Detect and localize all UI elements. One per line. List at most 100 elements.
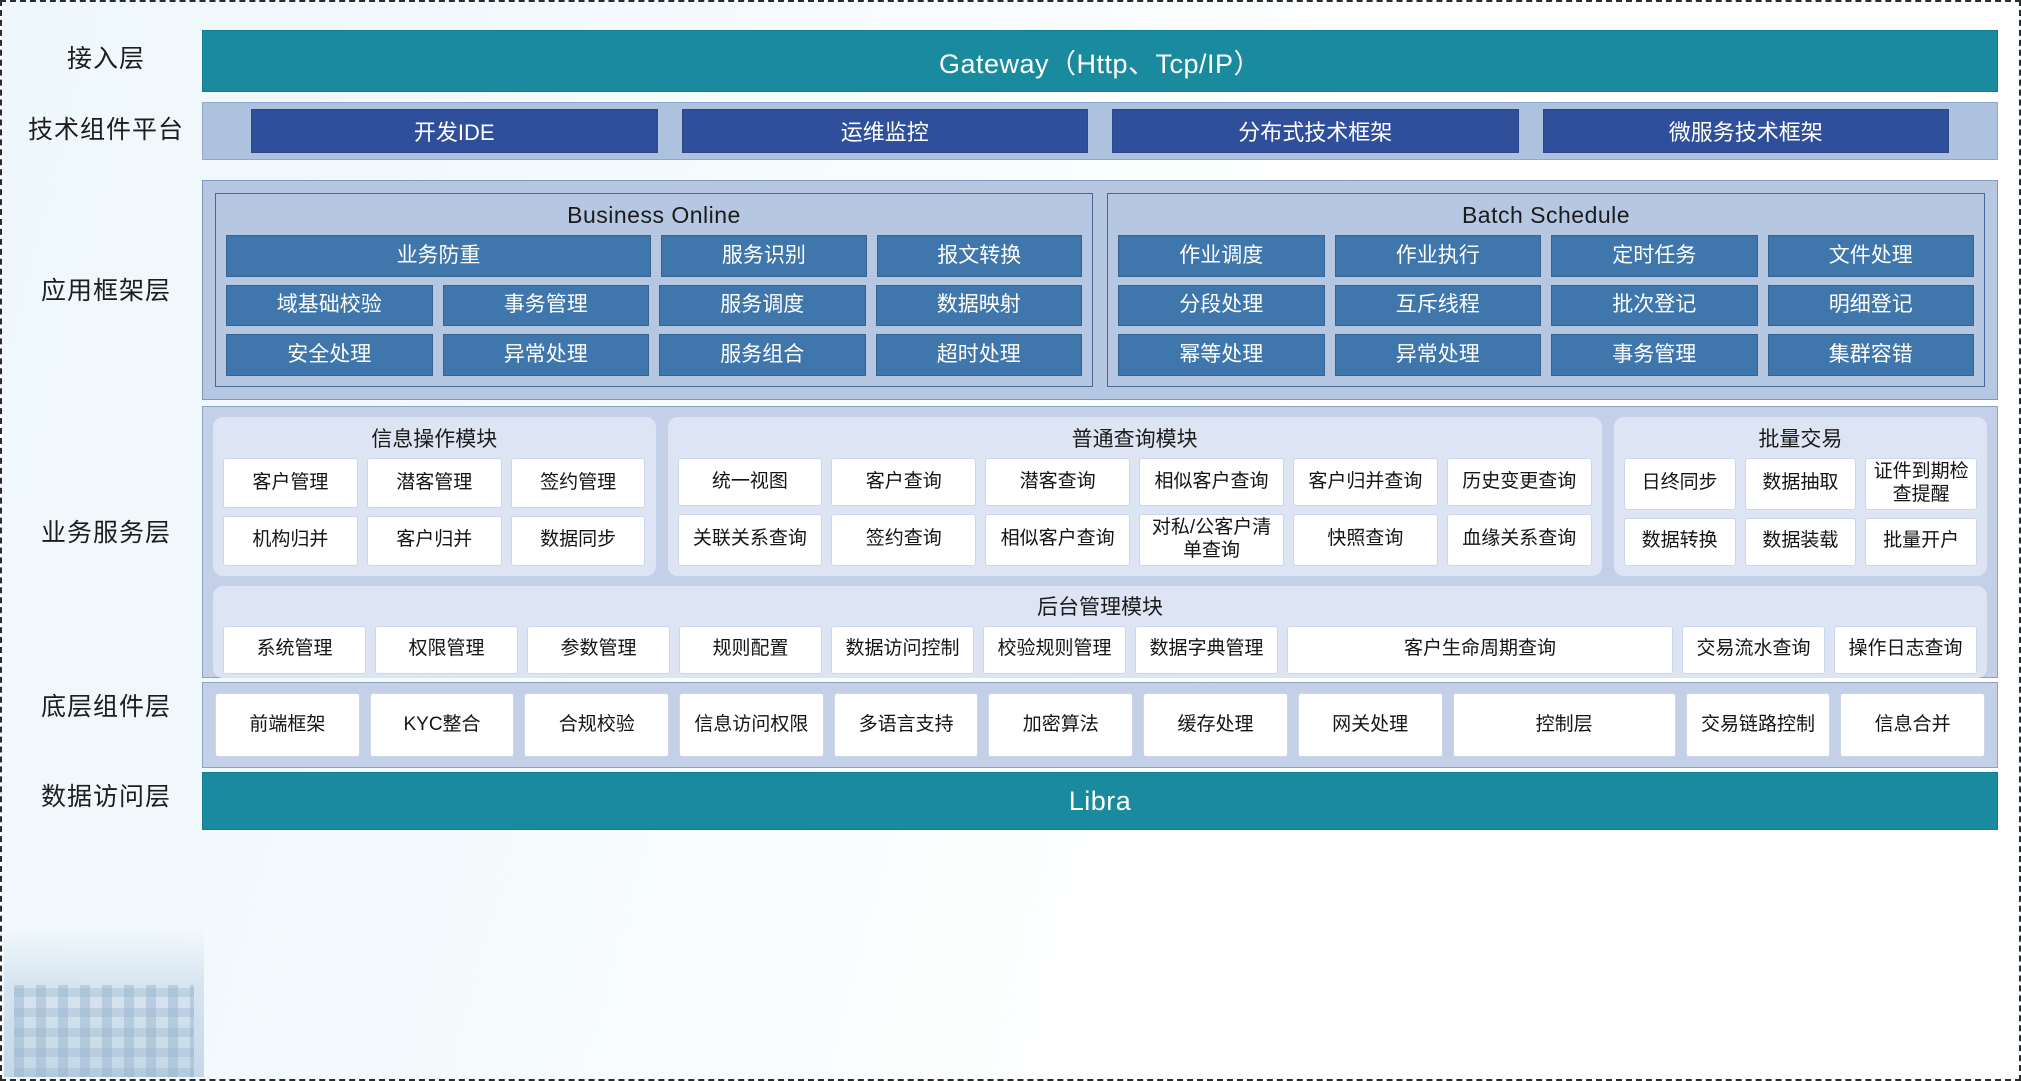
layer-label-data-access: 数据访问层 — [40, 783, 171, 811]
biz-row: 日终同步 数据抽取 证件到期检查提醒 — [1623, 458, 1978, 510]
biz-cell-data-access-ctrl[interactable]: 数据访问控制 — [831, 625, 974, 674]
comp-cell-info-access-right[interactable]: 信息访问权限 — [679, 693, 824, 757]
comp-cell-encryption[interactable]: 加密算法 — [988, 693, 1134, 757]
app-row: 域基础校验 事务管理 服务调度 数据映射 — [226, 284, 1082, 327]
app-cell-domain-validate[interactable]: 域基础校验 — [226, 284, 433, 327]
biz-cell-snapshot-query[interactable]: 快照查询 — [1293, 514, 1438, 566]
tech-chip-ide[interactable]: 开发IDE — [251, 109, 658, 153]
component-layer-band: 前端框架 KYC整合 合规校验 信息访问权限 多语言支持 加密算法 缓存处理 网… — [202, 682, 1998, 768]
biz-cell-batch-open-acct[interactable]: 批量开户 — [1865, 517, 1978, 566]
biz-cell-history-change-query[interactable]: 历史变更查询 — [1446, 458, 1592, 506]
comp-cell-gateway-process[interactable]: 网关处理 — [1297, 693, 1443, 757]
app-cell-cluster-fault[interactable]: 集群容错 — [1767, 334, 1974, 377]
biz-cell-transaction-flow-query[interactable]: 交易流水查询 — [1682, 625, 1825, 674]
gateway-bar: Gateway（Http、Tcp/IP） — [202, 30, 1998, 92]
biz-cell-system-mgmt[interactable]: 系统管理 — [223, 625, 366, 674]
biz-cell-similar-customer-query[interactable]: 相似客户查询 — [1139, 458, 1284, 506]
biz-module-title-admin: 后台管理模块 — [1037, 595, 1163, 619]
comp-cell-kyc-integration[interactable]: KYC整合 — [369, 693, 515, 757]
tech-chip-distributed[interactable]: 分布式技术框架 — [1112, 109, 1519, 153]
biz-module-title-info-operation: 信息操作模块 — [371, 428, 498, 451]
tech-chip-ops-monitor[interactable]: 运维监控 — [681, 109, 1088, 153]
app-cell-job-execute[interactable]: 作业执行 — [1334, 235, 1541, 277]
comp-cell-transaction-chain[interactable]: 交易链路控制 — [1685, 693, 1831, 757]
app-cell-timeout[interactable]: 超时处理 — [875, 334, 1082, 377]
app-cell-business-dedup[interactable]: 业务防重 — [226, 235, 652, 277]
biz-cell-unified-view[interactable]: 统一视图 — [677, 458, 823, 506]
app-row: 分段处理 互斥线程 批次登记 明细登记 — [1118, 284, 1974, 327]
biz-cell-parameter-mgmt[interactable]: 参数管理 — [527, 625, 670, 674]
app-cell-exception-batch[interactable]: 异常处理 — [1334, 334, 1541, 377]
app-cell-idempotent[interactable]: 幂等处理 — [1118, 334, 1325, 377]
background-decoration — [4, 927, 204, 1077]
biz-cell-prospect-mgmt[interactable]: 潜客管理 — [366, 458, 502, 508]
app-cell-service-compose[interactable]: 服务组合 — [659, 334, 866, 377]
comp-cell-compliance-check[interactable]: 合规校验 — [524, 693, 670, 757]
app-cell-batch-register[interactable]: 批次登记 — [1551, 284, 1758, 327]
app-row: 安全处理 异常处理 服务组合 超时处理 — [226, 334, 1082, 377]
biz-cell-customer-mgmt[interactable]: 客户管理 — [223, 458, 358, 508]
biz-cell-contract-query[interactable]: 签约查询 — [831, 514, 977, 566]
app-cell-transaction-mgmt-batch[interactable]: 事务管理 — [1551, 334, 1758, 377]
biz-module-info-operation: 信息操作模块 客户管理 潜客管理 签约管理 机构归并 客户归并 数据同步 — [213, 417, 656, 576]
layer-label-component: 底层组件层 — [40, 693, 171, 721]
app-row: 业务防重 服务识别 报文转换 — [226, 235, 1083, 277]
app-cell-timed-task[interactable]: 定时任务 — [1551, 235, 1758, 277]
biz-cell-lineage-query[interactable]: 血缘关系查询 — [1446, 514, 1592, 566]
biz-cell-private-public-list-query[interactable]: 对私/公客户清单查询 — [1139, 514, 1284, 566]
app-cell-security[interactable]: 安全处理 — [226, 334, 433, 377]
app-cell-file-process[interactable]: 文件处理 — [1767, 235, 1974, 277]
biz-cell-rule-config[interactable]: 规则配置 — [679, 625, 822, 674]
biz-cell-customer-merge[interactable]: 客户归并 — [366, 515, 502, 566]
app-cell-detail-register[interactable]: 明细登记 — [1767, 284, 1974, 327]
layer-label-tech-platform: 技术组件平台 — [27, 116, 184, 144]
biz-row: 客户管理 潜客管理 签约管理 — [223, 458, 646, 508]
biz-cell-operation-log-query[interactable]: 操作日志查询 — [1834, 625, 1977, 674]
biz-cell-data-extract[interactable]: 数据抽取 — [1744, 458, 1857, 510]
app-cell-mutex-thread[interactable]: 互斥线程 — [1334, 284, 1541, 327]
biz-cell-data-sync[interactable]: 数据同步 — [510, 515, 646, 566]
comp-cell-info-merge[interactable]: 信息合并 — [1840, 693, 1986, 757]
biz-cell-customer-merge-query[interactable]: 客户归并查询 — [1293, 458, 1438, 506]
biz-cell-prospect-query[interactable]: 潜客查询 — [985, 458, 1131, 506]
app-group-batch-schedule: Batch Schedule 作业调度 作业执行 定时任务 文件处理 分段处理 … — [1107, 193, 1985, 387]
biz-cell-data-load[interactable]: 数据装载 — [1744, 517, 1857, 566]
biz-cell-permission-mgmt[interactable]: 权限管理 — [375, 625, 518, 674]
biz-row: 数据转换 数据装载 批量开户 — [1623, 517, 1978, 566]
app-group-title-business-online: Business Online — [567, 202, 741, 228]
tech-chip-microservice[interactable]: 微服务技术框架 — [1542, 109, 1949, 153]
app-cell-message-convert[interactable]: 报文转换 — [876, 235, 1083, 277]
comp-cell-cache[interactable]: 缓存处理 — [1143, 693, 1288, 757]
biz-cell-data-transform[interactable]: 数据转换 — [1623, 517, 1736, 566]
biz-cell-data-dict-mgmt[interactable]: 数据字典管理 — [1135, 625, 1278, 674]
biz-cell-eod-sync[interactable]: 日终同步 — [1623, 458, 1736, 510]
tech-platform-band: 开发IDE 运维监控 分布式技术框架 微服务技术框架 — [202, 102, 1998, 160]
biz-row-admin: 系统管理 权限管理 参数管理 规则配置 数据访问控制 校验规则管理 数据字典管理… — [223, 625, 1977, 674]
biz-row: 关联关系查询 签约查询 相似客户查询 对私/公客户清单查询 快照查询 血缘关系查… — [677, 514, 1592, 566]
comp-cell-frontend-framework[interactable]: 前端框架 — [215, 693, 360, 757]
biz-module-admin: 后台管理模块 系统管理 权限管理 参数管理 规则配置 数据访问控制 校验规则管理… — [213, 585, 1987, 678]
app-cell-data-mapping[interactable]: 数据映射 — [875, 284, 1082, 327]
layer-label-access: 接入层 — [66, 45, 145, 73]
biz-cell-relation-query[interactable]: 关联关系查询 — [677, 514, 823, 566]
comp-cell-multilanguage[interactable]: 多语言支持 — [833, 693, 979, 757]
libra-bar: Libra — [202, 772, 1998, 830]
app-cell-service-ident[interactable]: 服务识别 — [661, 235, 867, 277]
app-cell-job-schedule[interactable]: 作业调度 — [1118, 235, 1325, 277]
biz-cell-contract-mgmt[interactable]: 签约管理 — [510, 458, 646, 508]
comp-cell-control-layer[interactable]: 控制层 — [1452, 693, 1676, 757]
app-group-business-online: Business Online 业务防重 服务识别 报文转换 域基础校验 事务管… — [215, 193, 1093, 387]
app-cell-transaction-mgmt[interactable]: 事务管理 — [442, 284, 649, 327]
biz-module-title-batch-transaction: 批量交易 — [1758, 428, 1843, 451]
app-cell-segment-process[interactable]: 分段处理 — [1118, 284, 1325, 327]
biz-cell-validation-rule-mgmt[interactable]: 校验规则管理 — [983, 625, 1126, 674]
app-cell-exception[interactable]: 异常处理 — [442, 334, 649, 377]
business-service-band: 信息操作模块 客户管理 潜客管理 签约管理 机构归并 客户归并 数据同步 — [202, 406, 1998, 678]
biz-cell-org-merge[interactable]: 机构归并 — [223, 515, 358, 566]
app-cell-service-schedule[interactable]: 服务调度 — [659, 284, 866, 327]
biz-cell-customer-lifecycle-query[interactable]: 客户生命周期查询 — [1287, 625, 1673, 674]
biz-cell-customer-query[interactable]: 客户查询 — [831, 458, 977, 506]
biz-cell-similar-customer-query-2[interactable]: 相似客户查询 — [985, 514, 1131, 566]
biz-cell-id-expiry-alert[interactable]: 证件到期检查提醒 — [1865, 458, 1978, 510]
